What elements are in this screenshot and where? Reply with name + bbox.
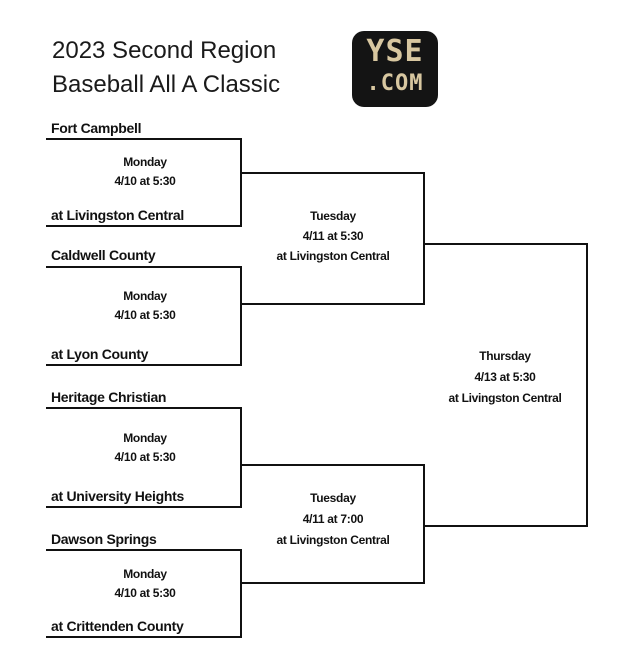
semi2-connector	[423, 464, 425, 584]
r1-game1-bottom-line	[46, 225, 242, 227]
semi2-info: Tuesday 4/11 at 7:00 at Livingston Centr…	[253, 488, 413, 551]
page-title-line-1: 2023 Second Region	[52, 37, 277, 64]
final-connector	[586, 243, 588, 527]
team-lyon-county: at Lyon County	[51, 346, 149, 362]
semi2-venue: at Livingston Central	[276, 533, 390, 547]
team-dawson-springs: Dawson Springs	[51, 531, 157, 547]
semi2-day: Tuesday	[310, 491, 356, 505]
semi1-day: Tuesday	[310, 209, 356, 223]
final-top-line	[423, 243, 588, 245]
r1-game3-bottom-line	[46, 506, 242, 508]
r1-game1-top-line	[46, 138, 242, 140]
final-day: Thursday	[479, 349, 531, 363]
semi2-top-line	[240, 464, 425, 466]
r1-game2-time: 4/10 at 5:30	[114, 308, 176, 322]
r1-game3-top-line	[46, 407, 242, 409]
team-university-heights: at University Heights	[51, 488, 184, 504]
r1-game4-info: Monday 4/10 at 5:30	[95, 565, 195, 603]
semi2-time: 4/11 at 7:00	[302, 512, 364, 526]
r1-game2-day: Monday	[123, 289, 167, 303]
semi1-top-line	[240, 172, 425, 174]
r1-game1-day: Monday	[123, 155, 167, 169]
yse-logo: YSE .COM	[352, 31, 438, 107]
r1-game2-top-line	[46, 266, 242, 268]
r1-game3-info: Monday 4/10 at 5:30	[95, 429, 195, 467]
r1-game1-connector	[240, 138, 242, 227]
final-info: Thursday 4/13 at 5:30 at Livingston Cent…	[425, 346, 585, 409]
r1-game4-day: Monday	[123, 567, 167, 581]
semi1-venue: at Livingston Central	[276, 249, 390, 263]
semi1-connector	[423, 172, 425, 305]
logo-text-top: YSE	[366, 34, 424, 69]
logo-text-bottom: .COM	[366, 71, 424, 96]
team-fort-campbell: Fort Campbell	[51, 120, 142, 136]
final-bottom-line	[423, 525, 588, 527]
semi1-time: 4/11 at 5:30	[302, 229, 364, 243]
semi1-bottom-line	[240, 303, 425, 305]
r1-game4-time: 4/10 at 5:30	[114, 586, 176, 600]
team-livingston-central: at Livingston Central	[51, 207, 184, 223]
team-heritage-christian: Heritage Christian	[51, 389, 167, 405]
page-title-line-2: Baseball All A Classic	[52, 71, 281, 98]
r1-game4-top-line	[46, 549, 242, 551]
semi2-bottom-line	[240, 582, 425, 584]
r1-game2-info: Monday 4/10 at 5:30	[95, 287, 195, 325]
team-crittenden-county: at Crittenden County	[51, 618, 184, 634]
team-caldwell-county: Caldwell County	[51, 247, 156, 263]
r1-game2-connector	[240, 266, 242, 366]
r1-game1-time: 4/10 at 5:30	[114, 174, 176, 188]
r1-game3-day: Monday	[123, 431, 167, 445]
final-time: 4/13 at 5:30	[474, 370, 536, 384]
final-venue: at Livingston Central	[448, 391, 562, 405]
r1-game4-connector	[240, 549, 242, 638]
r1-game3-connector	[240, 407, 242, 508]
r1-game4-bottom-line	[46, 636, 242, 638]
r1-game2-bottom-line	[46, 364, 242, 366]
semi1-info: Tuesday 4/11 at 5:30 at Livingston Centr…	[253, 206, 413, 266]
r1-game1-info: Monday 4/10 at 5:30	[95, 153, 195, 191]
r1-game3-time: 4/10 at 5:30	[114, 450, 176, 464]
